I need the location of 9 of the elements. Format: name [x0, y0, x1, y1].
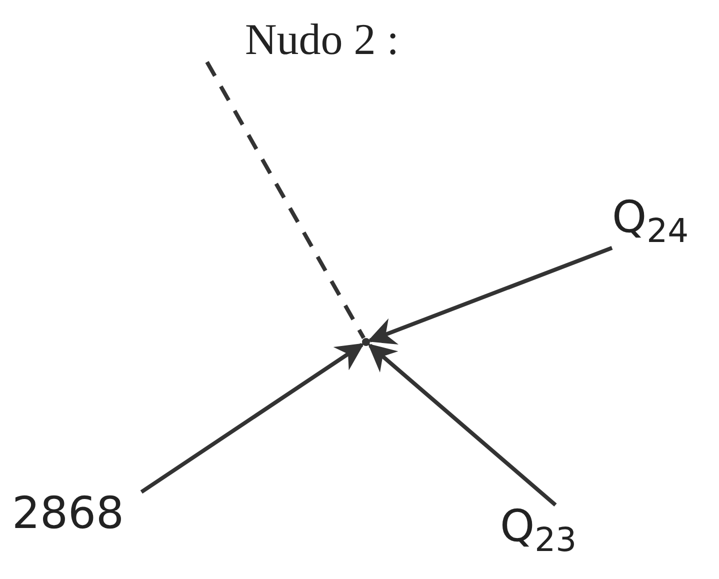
junction-point	[362, 338, 370, 346]
arrow	[140, 343, 364, 494]
force-label: Q$_{23}$	[500, 505, 690, 573]
arrow	[367, 246, 613, 345]
diagram-title: Nudo 2 :	[245, 14, 399, 65]
arrow	[368, 344, 557, 507]
force-label: Q$_{24}$	[612, 196, 716, 260]
dashed-line	[205, 61, 366, 339]
force-label: 2868	[12, 492, 187, 548]
